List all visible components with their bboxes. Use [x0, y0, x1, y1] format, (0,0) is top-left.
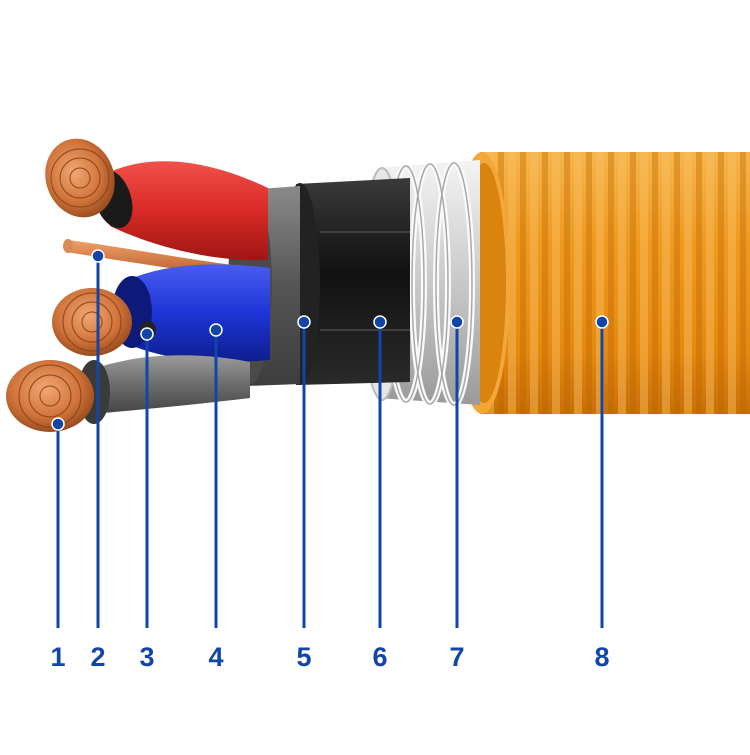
leader-dot-3: [140, 327, 154, 341]
callout-leaders: [51, 249, 609, 628]
callout-number-8: 8: [594, 642, 610, 672]
callout-number-2: 2: [90, 642, 106, 672]
callout-number-7: 7: [449, 642, 465, 672]
blue-core: [52, 264, 270, 362]
grey-core: [6, 355, 250, 432]
outer-sheath-layer: [454, 152, 750, 414]
leader-dot-1: [51, 417, 65, 431]
leader-dot-4: [209, 323, 223, 337]
callout-number-5: 5: [296, 642, 312, 672]
callout-number-6: 6: [372, 642, 388, 672]
leader-dot-7: [450, 315, 464, 329]
leader-dot-5: [297, 315, 311, 329]
leader-dot-6: [373, 315, 387, 329]
leader-dot-2: [91, 249, 105, 263]
leader-dot-8: [595, 315, 609, 329]
callout-number-4: 4: [208, 642, 224, 672]
callout-number-3: 3: [139, 642, 155, 672]
red-core: [45, 138, 268, 261]
callout-number-1: 1: [50, 642, 66, 672]
